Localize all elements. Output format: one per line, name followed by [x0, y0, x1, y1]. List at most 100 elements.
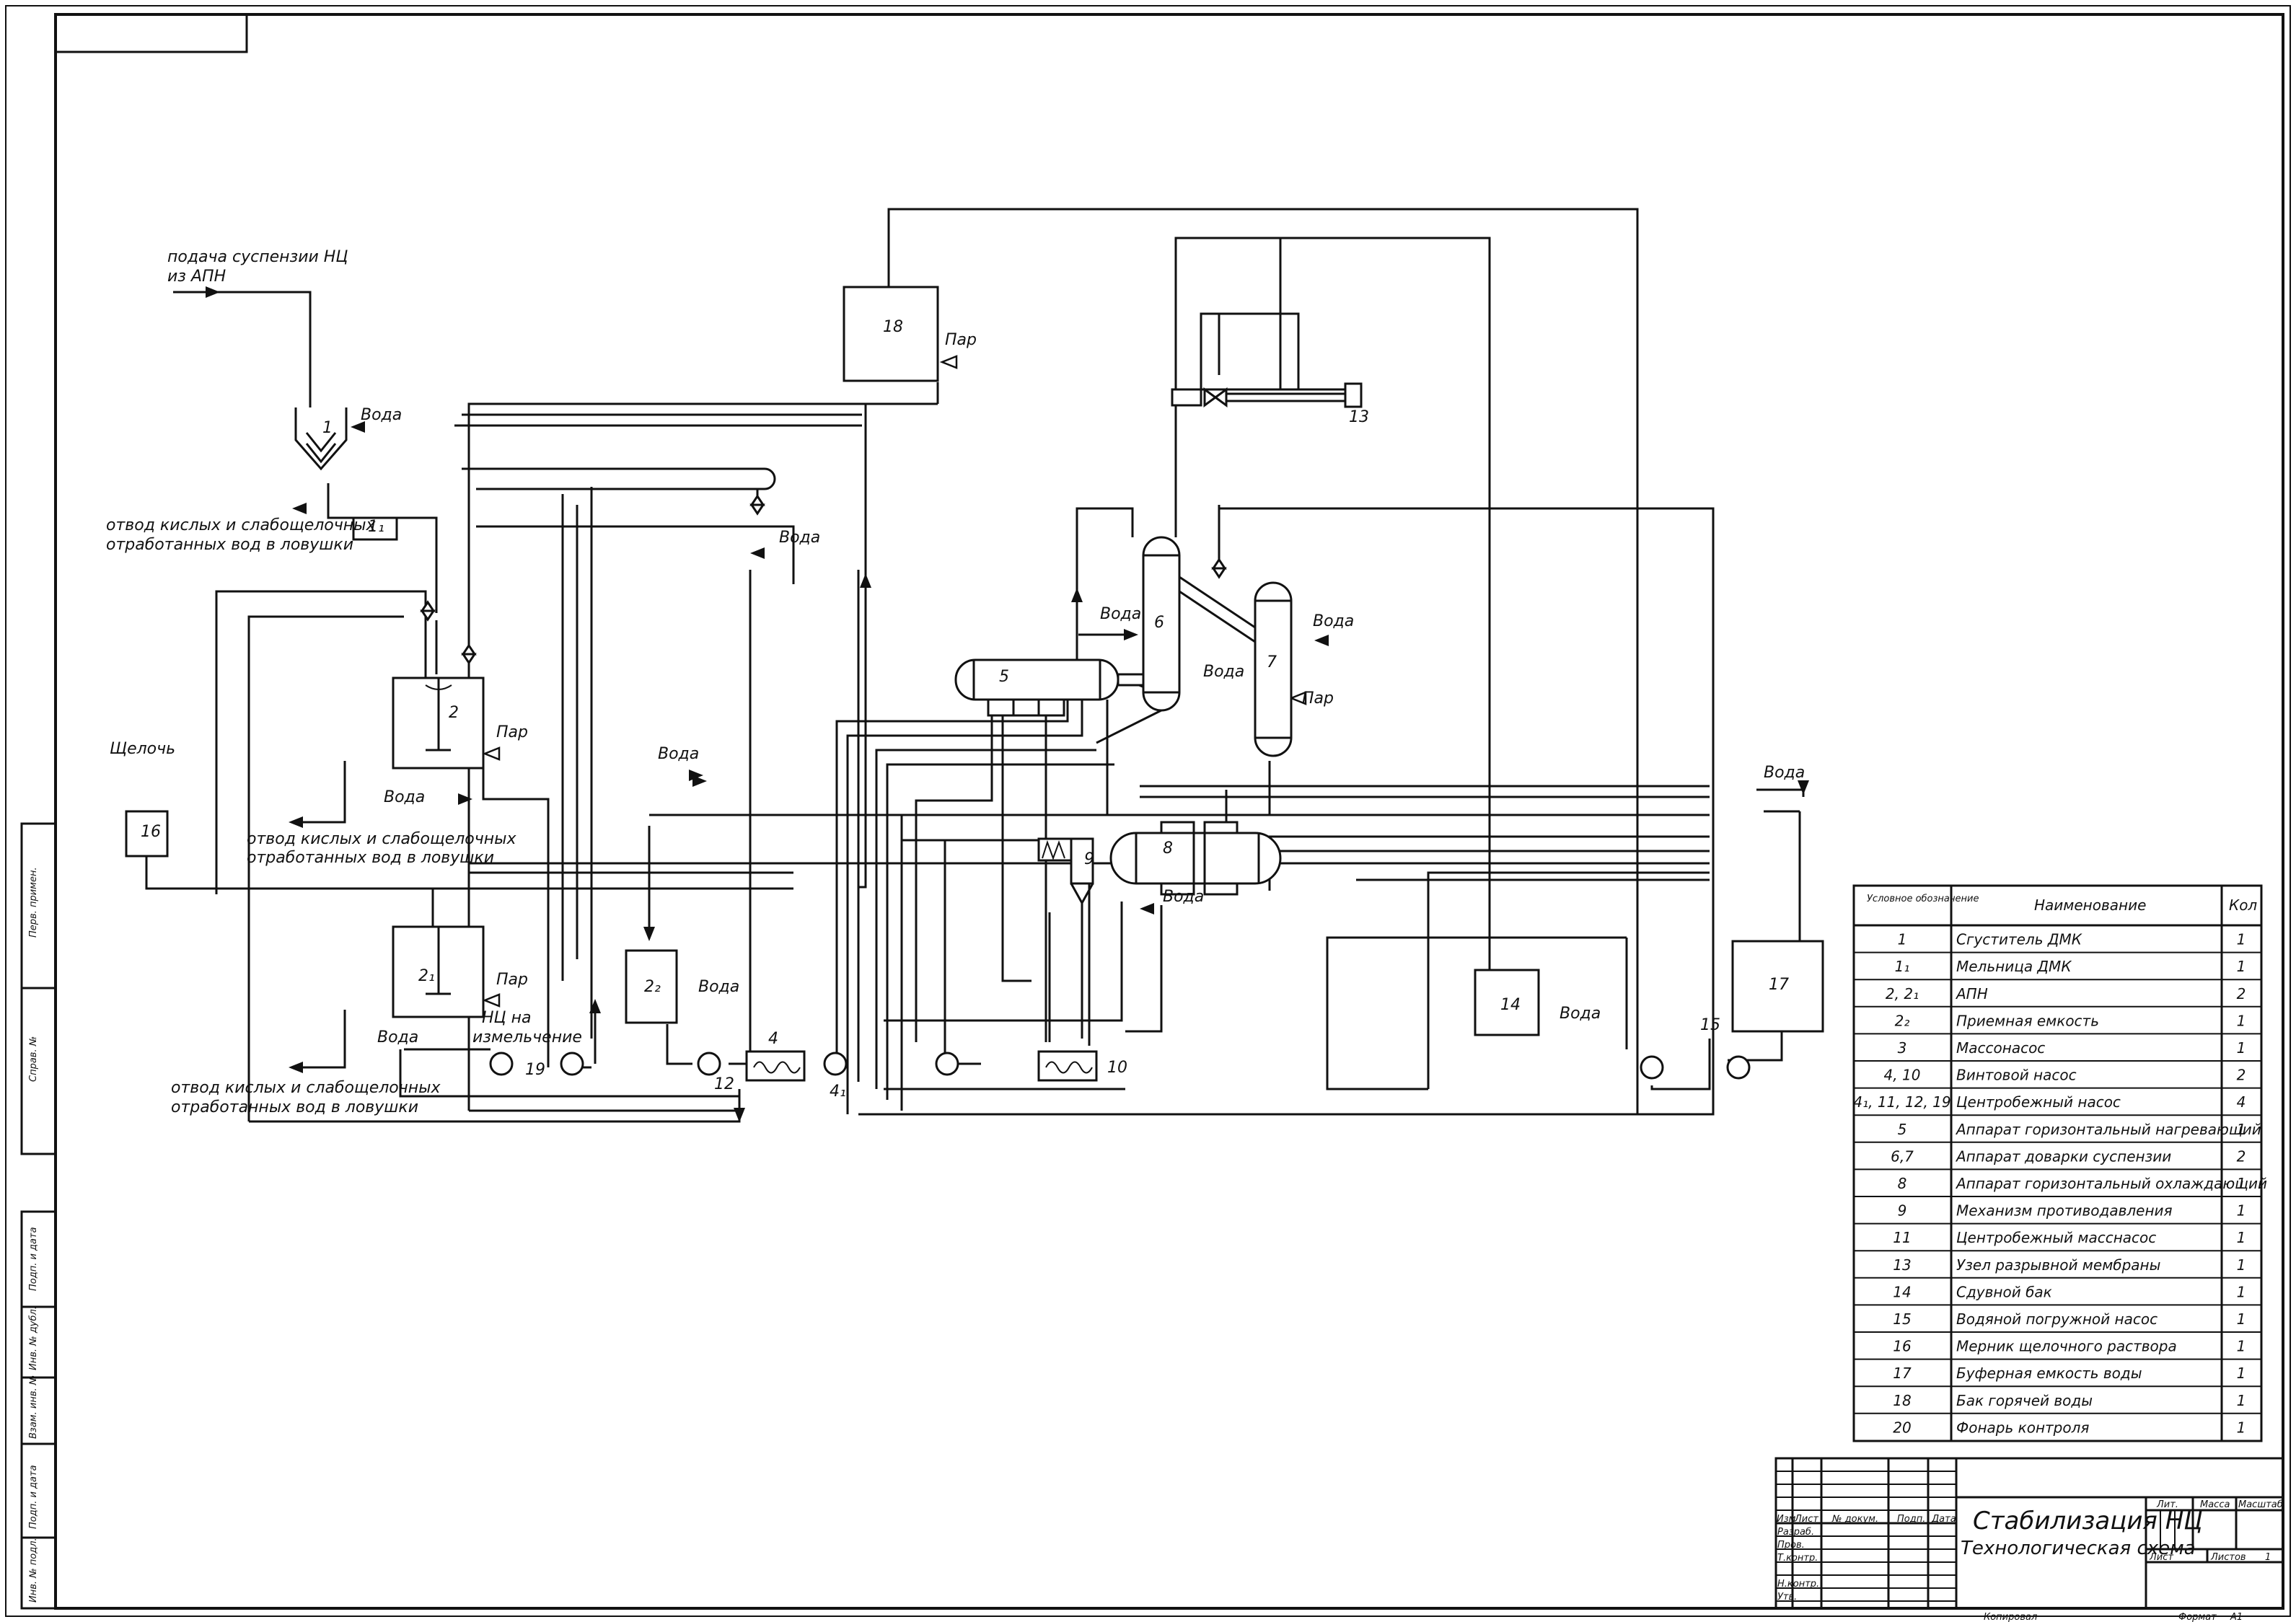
legend-name: Бак горячей воды [1956, 1392, 2093, 1409]
stamp-inv-podl: Инв. № подл. [28, 1538, 39, 1603]
legend-code: 17 [1893, 1365, 1912, 1382]
screw-pump-4[interactable] [745, 1050, 806, 1082]
pump-4-1[interactable] [823, 1052, 848, 1076]
digester-6[interactable] [1142, 536, 1181, 712]
cooler-8[interactable] [1109, 821, 1282, 896]
tb-razrab: Разраб. [1777, 1527, 1814, 1538]
buffer-tank-17[interactable] [1731, 940, 1824, 1033]
apn-2[interactable] [392, 676, 485, 770]
legend-code: 2, 2₁ [1886, 985, 1919, 1002]
legend-header-designation: Условное обозначение [1867, 894, 1979, 904]
back-pressure-9[interactable] [1037, 837, 1094, 1039]
tb-prov: Пров. [1777, 1540, 1805, 1551]
steam-label-18: Пар [945, 331, 977, 349]
water-label-6: Вода [1100, 605, 1141, 623]
rupture-membrane-13[interactable] [1171, 382, 1363, 408]
receiving-tank-2-2[interactable] [625, 949, 678, 1024]
drain-label-3b: отработанных вод в ловушки [171, 1098, 418, 1116]
stamp-inv-dubl: Инв. № дубл. [28, 1306, 39, 1370]
feed-label-2: из АПН [167, 268, 226, 286]
steam-label-2-1: Пар [496, 971, 528, 989]
legend-qty: 1 [2237, 1229, 2246, 1246]
equipment-labels: 1 1₁ 16 2 2₁ 2₂ 18 13 5 6 7 8 9 4 4₁ 10 … [141, 318, 1789, 1101]
legend-name: Фонарь контроля [1956, 1419, 2089, 1436]
screw-pump-10[interactable] [1037, 1050, 1098, 1082]
legend-code: 11 [1893, 1229, 1911, 1246]
label-6: 6 [1154, 614, 1164, 632]
legend-name: Механизм противодавления [1956, 1202, 2173, 1220]
label-9: 9 [1084, 850, 1094, 868]
drawing-frame [54, 13, 2284, 1610]
label-18: 18 [883, 318, 903, 336]
drawing-subtitle: Технологическая схема [1961, 1538, 2196, 1559]
tb-sheets: Листов [2210, 1552, 2246, 1563]
stamp-sprav-no: Справ. № [28, 1036, 39, 1082]
legend-qty: 1 [2237, 1039, 2246, 1057]
thickener-1[interactable] [294, 407, 348, 471]
valves [420, 494, 1227, 665]
tb-sign: Подп. [1897, 1514, 1925, 1525]
legend-code: 13 [1893, 1256, 1911, 1274]
pump-12[interactable] [697, 1052, 721, 1076]
legend-code: 5 [1898, 1121, 1907, 1138]
label-13: 13 [1349, 408, 1369, 426]
tb-format-val: А1 [2230, 1612, 2243, 1622]
legend-qty: 1 [2237, 1012, 2246, 1029]
outer-border [5, 5, 2291, 1617]
tb-scale: Масштаб [2238, 1499, 2283, 1510]
legend-code: 15 [1893, 1310, 1911, 1328]
drain-label-2a: отвод кислых и слабощелочных [247, 830, 517, 848]
legend-qty: 1 [2237, 1256, 2246, 1274]
apn-2-1[interactable] [392, 925, 485, 1018]
legend-qty: 2 [2237, 985, 2246, 1002]
legend-name: Сгуститель ДМК [1956, 931, 2082, 948]
legend-qty: 1 [2237, 1419, 2246, 1436]
label-10: 10 [1107, 1059, 1127, 1077]
water-label-14: Вода [1560, 1005, 1601, 1023]
legend-name: Центробежный насос [1956, 1093, 2121, 1111]
legend-name: Массонасос [1956, 1039, 2045, 1057]
legend-code: 6,7 [1891, 1147, 1914, 1165]
legend-header-qty: Кол [2229, 896, 2257, 914]
legend-name: АПН [1955, 985, 1988, 1002]
tb-izm: Изм [1777, 1514, 1796, 1525]
tb-date: Дата [1931, 1514, 1956, 1525]
legend-name: Сдувной бак [1956, 1283, 2052, 1300]
heater-5[interactable] [954, 658, 1145, 717]
drain-label-3a: отвод кислых и слабощелочных [171, 1079, 441, 1097]
tb-tkontr: Т.контр. [1777, 1553, 1818, 1564]
digester-7[interactable] [1254, 581, 1293, 757]
nc-grind-label-1: НЦ на [482, 1009, 531, 1027]
water-label-6b: Вода [1203, 663, 1244, 681]
pump-19[interactable] [489, 1052, 584, 1076]
alkali-measure-16[interactable] [125, 810, 169, 858]
label-1: 1 [322, 419, 333, 437]
legend-qty: 1 [2237, 1175, 2246, 1192]
legend-qty: 4 [2237, 1093, 2246, 1111]
blow-tank-14[interactable] [1474, 969, 1540, 1036]
legend-name: Аппарат доварки суспензии [1955, 1147, 2171, 1165]
legend-name: Приемная емкость [1956, 1012, 2099, 1029]
stamp-perv-primen: Перв. примен. [28, 867, 39, 938]
hot-water-tank-18[interactable] [843, 286, 939, 382]
legend-code: 1₁ [1895, 958, 1910, 975]
legend-code: 16 [1893, 1338, 1911, 1355]
legend-name: Аппарат горизонтальный нагревающий [1955, 1121, 2261, 1138]
label-19: 19 [525, 1061, 545, 1079]
label-8: 8 [1163, 839, 1173, 858]
stream-labels: подача суспензии НЦ из АПН Вода отвод ки… [106, 248, 1805, 1116]
stamp-vzam-inv: Взам. инв. № [28, 1375, 39, 1439]
mill-1-1[interactable] [352, 516, 398, 541]
legend-qty: 1 [2237, 958, 2246, 975]
legend-name: Водяной погружной насос [1956, 1310, 2158, 1328]
legend-qty: 2 [2237, 1067, 2246, 1084]
legend-qty: 1 [2237, 1392, 2246, 1409]
flow-arrows [206, 286, 1809, 1122]
top-stamp-box [54, 13, 248, 53]
drain-label-1b: отработанных вод в ловушки [106, 536, 353, 554]
legend-qty: 1 [2237, 1310, 2246, 1328]
pump-11[interactable] [935, 1052, 959, 1076]
pump-15[interactable] [1640, 1055, 1751, 1080]
tb-utv: Утв. [1777, 1592, 1797, 1603]
